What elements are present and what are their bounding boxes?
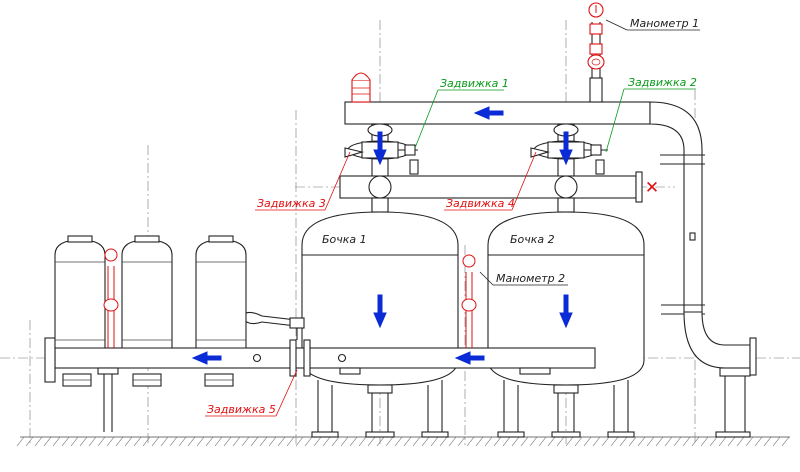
label-valve-1: Задвижка 1 — [440, 77, 509, 90]
flow-arrow — [473, 106, 504, 120]
closed-mark: ✕ — [645, 178, 659, 198]
leader-lines — [205, 19, 700, 417]
flow-arrow — [373, 131, 387, 166]
disc-filters — [54, 235, 247, 432]
label-valve-5: Задвижка 5 — [207, 403, 276, 416]
label-valve-2: Задвижка 2 — [628, 76, 697, 89]
flow-arrow — [191, 351, 222, 365]
disc-filter-2 — [121, 235, 173, 387]
label-manometer-2: Манометр 2 — [496, 272, 565, 285]
disc-filter-3 — [195, 235, 247, 387]
label-tank-1: Бочка 1 — [322, 233, 367, 246]
filter-gauge — [103, 248, 119, 348]
label-valve-3: Задвижка 3 — [257, 197, 326, 210]
flow-arrow — [373, 294, 387, 329]
label-valve-4: Задвижка 4 — [446, 197, 515, 210]
label-tank-2: Бочка 2 — [510, 233, 555, 246]
valve-5 — [243, 311, 305, 340]
flow-arrows — [191, 106, 573, 365]
flow-arrow — [559, 294, 573, 329]
flow-arrow — [454, 351, 485, 365]
disc-filter-1 — [54, 235, 106, 387]
manometer-1 — [587, 2, 605, 103]
ground — [16, 436, 790, 447]
manometer-2 — [461, 254, 477, 348]
flow-arrow — [559, 131, 573, 166]
inlet-pipe — [44, 337, 596, 383]
backwash-pipe — [339, 171, 643, 203]
label-manometer-1: Манометр 1 — [630, 17, 699, 30]
air-vent — [351, 72, 371, 103]
outlet-pipe — [344, 101, 757, 438]
